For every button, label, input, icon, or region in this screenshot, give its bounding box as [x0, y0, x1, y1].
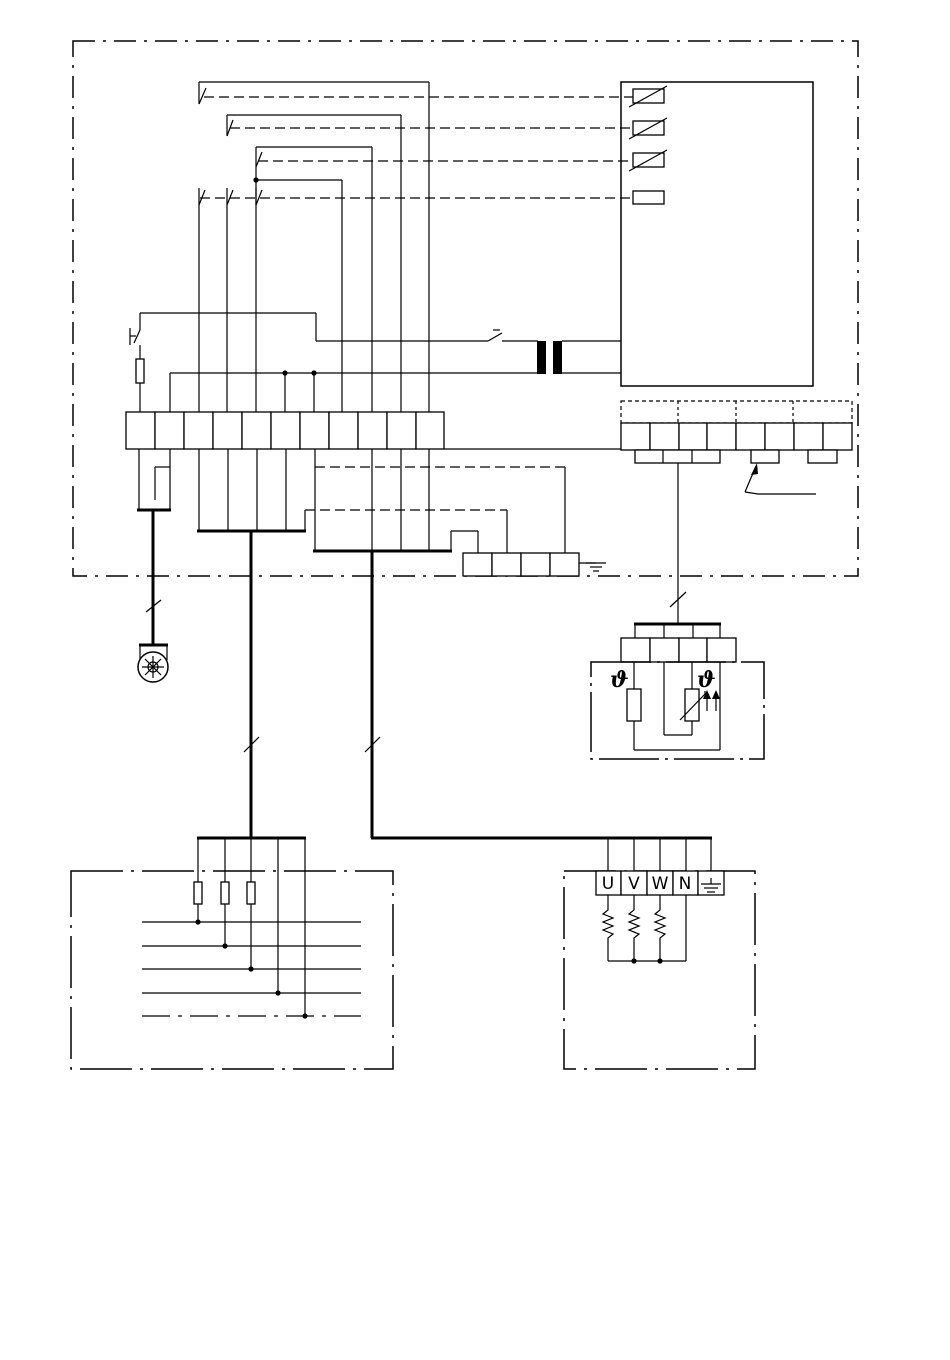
terminal-v-label: V: [628, 874, 640, 894]
relay-coil-3: [629, 150, 667, 171]
thermal-sensor-symbol-left: ϑ: [610, 667, 629, 693]
control-fuse: [136, 359, 144, 383]
lamp-feed-wiring: [137, 449, 171, 645]
sensor-cable: [634, 600, 721, 638]
thermal-sensor-symbol-right: ϑ: [697, 667, 716, 693]
sensor-terminal-dividers: [678, 401, 793, 423]
internal-wiring-vertical: [199, 82, 429, 412]
relay-coil-2: [629, 118, 667, 139]
cabinet-frame: [73, 41, 858, 576]
motor-busbar: [371, 838, 712, 871]
terminal-u-label: U: [602, 874, 614, 894]
supply-enclosure: [71, 871, 393, 1069]
supply-fuses: [194, 882, 255, 904]
contactor-coil: [633, 191, 664, 204]
control-circuit: [130, 313, 538, 412]
main-terminal-block: [126, 412, 444, 449]
sensor-jumpers: [635, 450, 837, 600]
pointer-arrow: [745, 463, 816, 494]
supply-feed-wiring: [197, 449, 306, 838]
relay-contacts: [199, 82, 429, 205]
earth-terminal-block: [463, 553, 579, 576]
motor-feed-wiring: [305, 449, 565, 838]
relay-coil-1: [629, 86, 667, 107]
sensor-terminal-block: [621, 423, 852, 450]
supply-busbar: [197, 838, 306, 1016]
sensor-module-terminals: [621, 638, 736, 662]
motor-windings: [603, 895, 686, 964]
control-transformer: [537, 341, 621, 374]
earth-icon: [579, 563, 606, 571]
terminal-w-label: W: [652, 874, 669, 894]
terminal-n-label: N: [679, 874, 692, 894]
